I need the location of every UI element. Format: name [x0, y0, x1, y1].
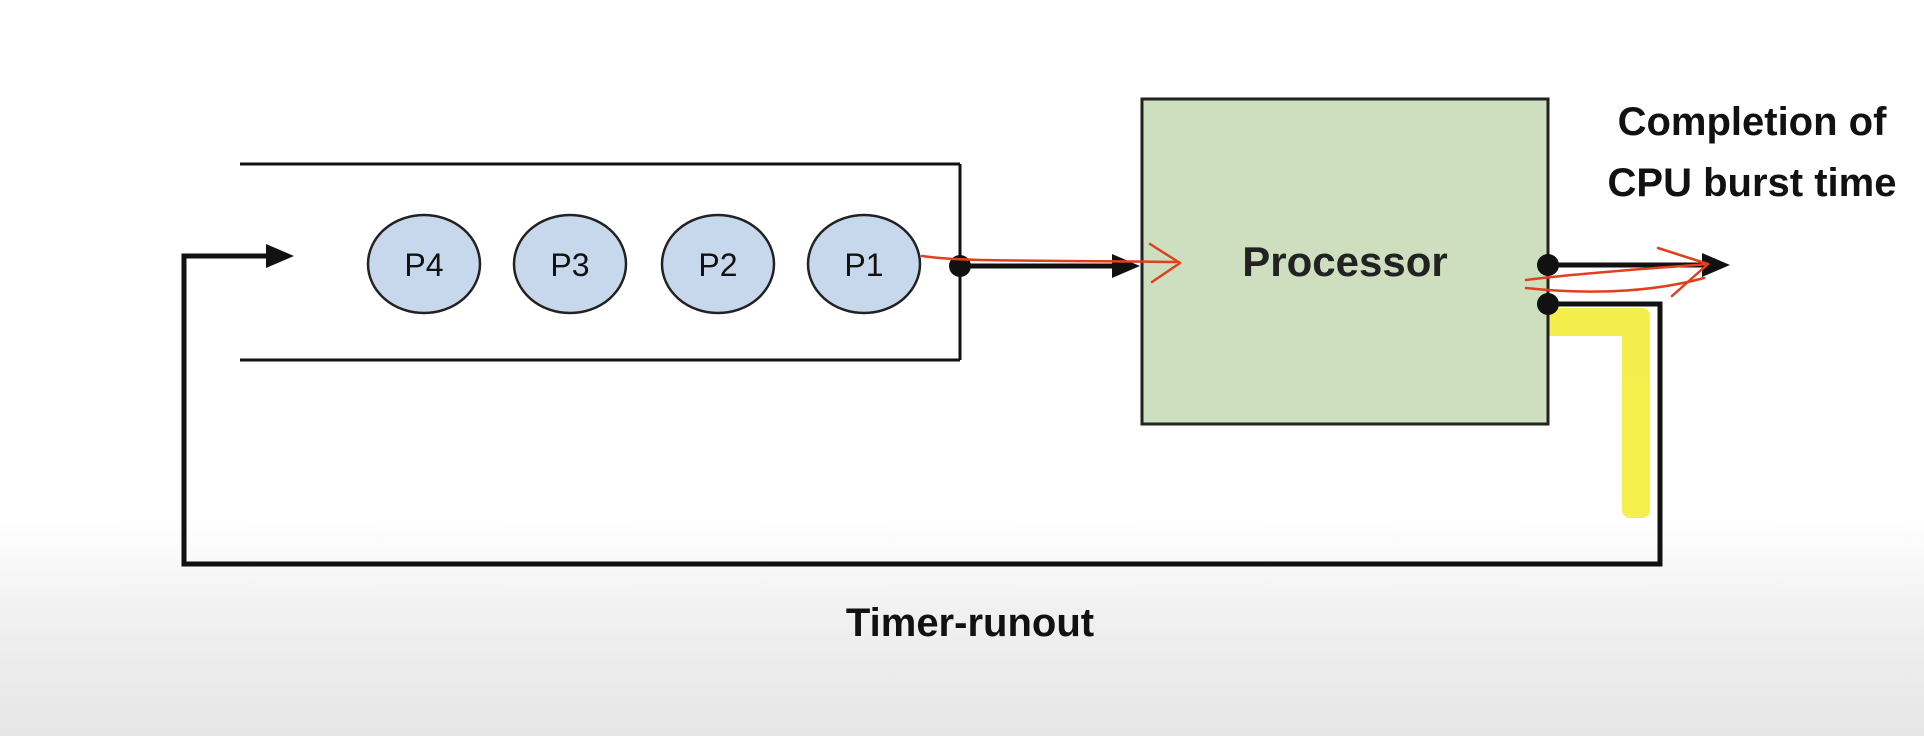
- process-p4: P4: [366, 213, 482, 315]
- process-label: P1: [844, 247, 883, 283]
- dispatch-arrow: [949, 254, 1140, 278]
- timer-junction-dot: [1537, 293, 1559, 315]
- red-annotation-dispatch: [920, 242, 1182, 284]
- process-p3: P3: [512, 213, 628, 315]
- process-label: P3: [550, 247, 589, 283]
- yellow-highlight: [1518, 308, 1650, 518]
- completion-label-line2: CPU burst time: [1608, 161, 1897, 205]
- timer-runout-loop: [181, 253, 1663, 567]
- requeue-arrowhead: [266, 244, 294, 268]
- process-label: P2: [698, 247, 737, 283]
- red-annotation-exit: [1524, 246, 1710, 298]
- processor-label: Processor: [1242, 238, 1447, 285]
- timer-runout-label: Timer-runout: [846, 601, 1094, 645]
- completion-label: Completion of: [1618, 100, 1888, 144]
- process-p2: P2: [660, 213, 776, 315]
- processor-box: Processor: [1140, 97, 1550, 426]
- process-p1: P1: [806, 213, 922, 315]
- process-label: P4: [404, 247, 443, 283]
